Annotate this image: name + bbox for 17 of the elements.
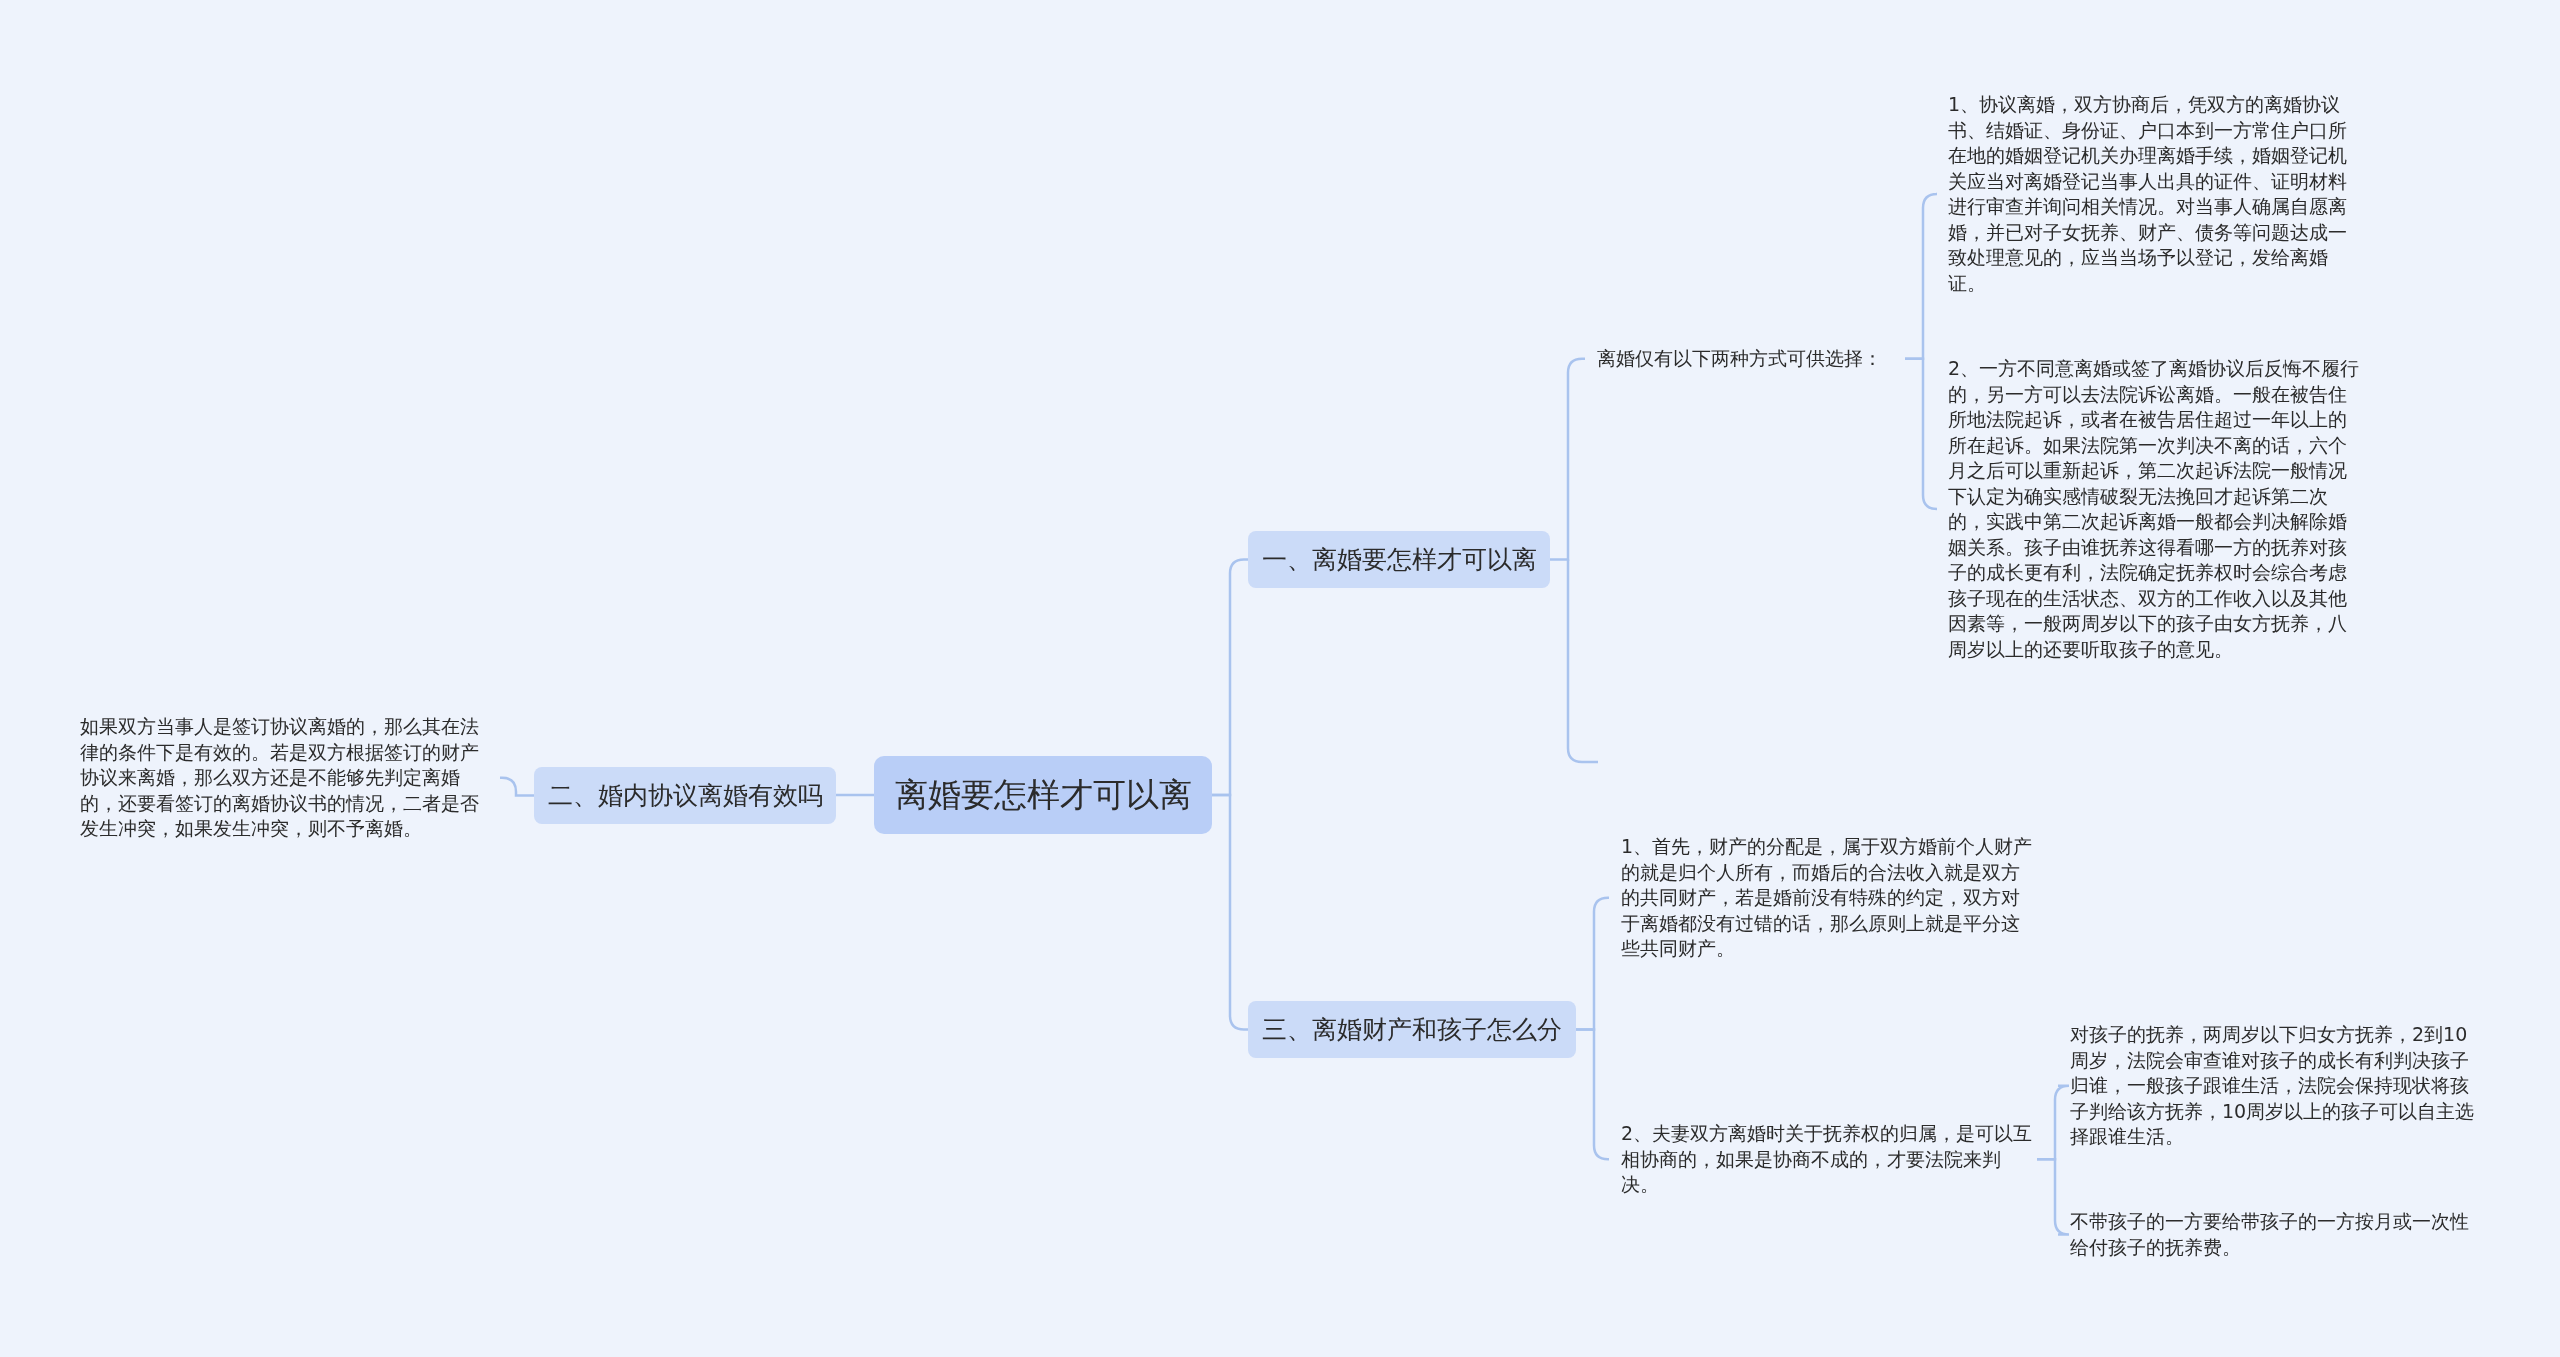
branch-line <box>1576 1028 1610 1161</box>
note-text: 对孩子的抚养，两周岁以下归女方抚养，2到10周岁，法院会审查谁对孩子的成长有利判决孩子归谁，一般孩子跟谁生活，法院会保持现状将孩子判给该方抚养，10周岁以上的孩子可以自主选择跟谁生活。 <box>2058 1022 2486 1150</box>
branch-line <box>1550 357 1585 561</box>
note-text: 1、首先，财产的分配是，属于双方婚前个人财产的就是归个人所有，而婚后的合法收入就是双方的共同财产，若是婚前没有特殊的约定，双方对于离婚都没有过错的话，那么原则上就是平分这些共同财产。 <box>1609 834 2037 962</box>
topic-box: 二、婚内协议离婚有效吗 <box>534 767 836 824</box>
topic-box: 三、离婚财产和孩子怎么分 <box>1248 1001 1576 1058</box>
branch-line <box>836 793 874 797</box>
note-text: 2、夫妻双方离婚时关于抚养权的归属，是可以互相协商的，如果是协商不成的，才要法院来判决。 <box>1609 1121 2037 1198</box>
branch-line <box>500 776 534 797</box>
subtopic-text: 离婚仅有以下两种方式可供选择： <box>1585 346 1905 372</box>
branch-line <box>1905 357 1939 511</box>
topic-box: 一、离婚要怎样才可以离 <box>1248 531 1550 588</box>
note-text: 不带孩子的一方要给带孩子的一方按月或一次性给付孩子的抚养费。 <box>2058 1209 2486 1260</box>
note-text: 2、一方不同意离婚或签了离婚协议后反悔不履行的，另一方可以去法院诉讼离婚。一般在被告住所地法院起诉，或者在被告居住超过一年以上的所在起诉。如果法院第一次判决不离的话，六个月之后可以重新起诉，第二次起诉法院一般情况下认定为确实感情破裂无法挽回才起诉第二次的，实践中第二次起诉离婚一般都会判决解除婚姻关系。孩子由谁抚养这得看哪一方的抚养对孩子的成长更有利，法院确定抚养权时会综合考虑孩子现在的生活状态、双方的工作收入以及其他因素等，一般两周岁以下的孩子由女方抚养，八周岁以上的还要听取孩子的意见。 <box>1936 356 2364 662</box>
note-text: 1、协议离婚，双方协商后，凭双方的离婚协议书、结婚证、身份证、户口本到一方常住户口所在地的婚姻登记机关办理离婚手续，婚姻登记机关应当对离婚登记当事人出具的证件、证明材料进行审查并询问相关情况。对当事人确属自愿离婚，并已对子女抚养、财产、债务等问题达成一致处理意见的，应当当场予以登记，发给离婚证。 <box>1936 92 2364 296</box>
note-text: 如果双方当事人是签订协议离婚的，那么其在法律的条件下是有效的。若是双方根据签订的财产协议来离婚，那么双方还是不能够先判定离婚的，还要看签订的离婚协议书的情况，二者是否发生冲突，如果发生冲突，则不予离婚。 <box>80 714 500 842</box>
central-topic-box: 离婚要怎样才可以离 <box>874 756 1212 834</box>
